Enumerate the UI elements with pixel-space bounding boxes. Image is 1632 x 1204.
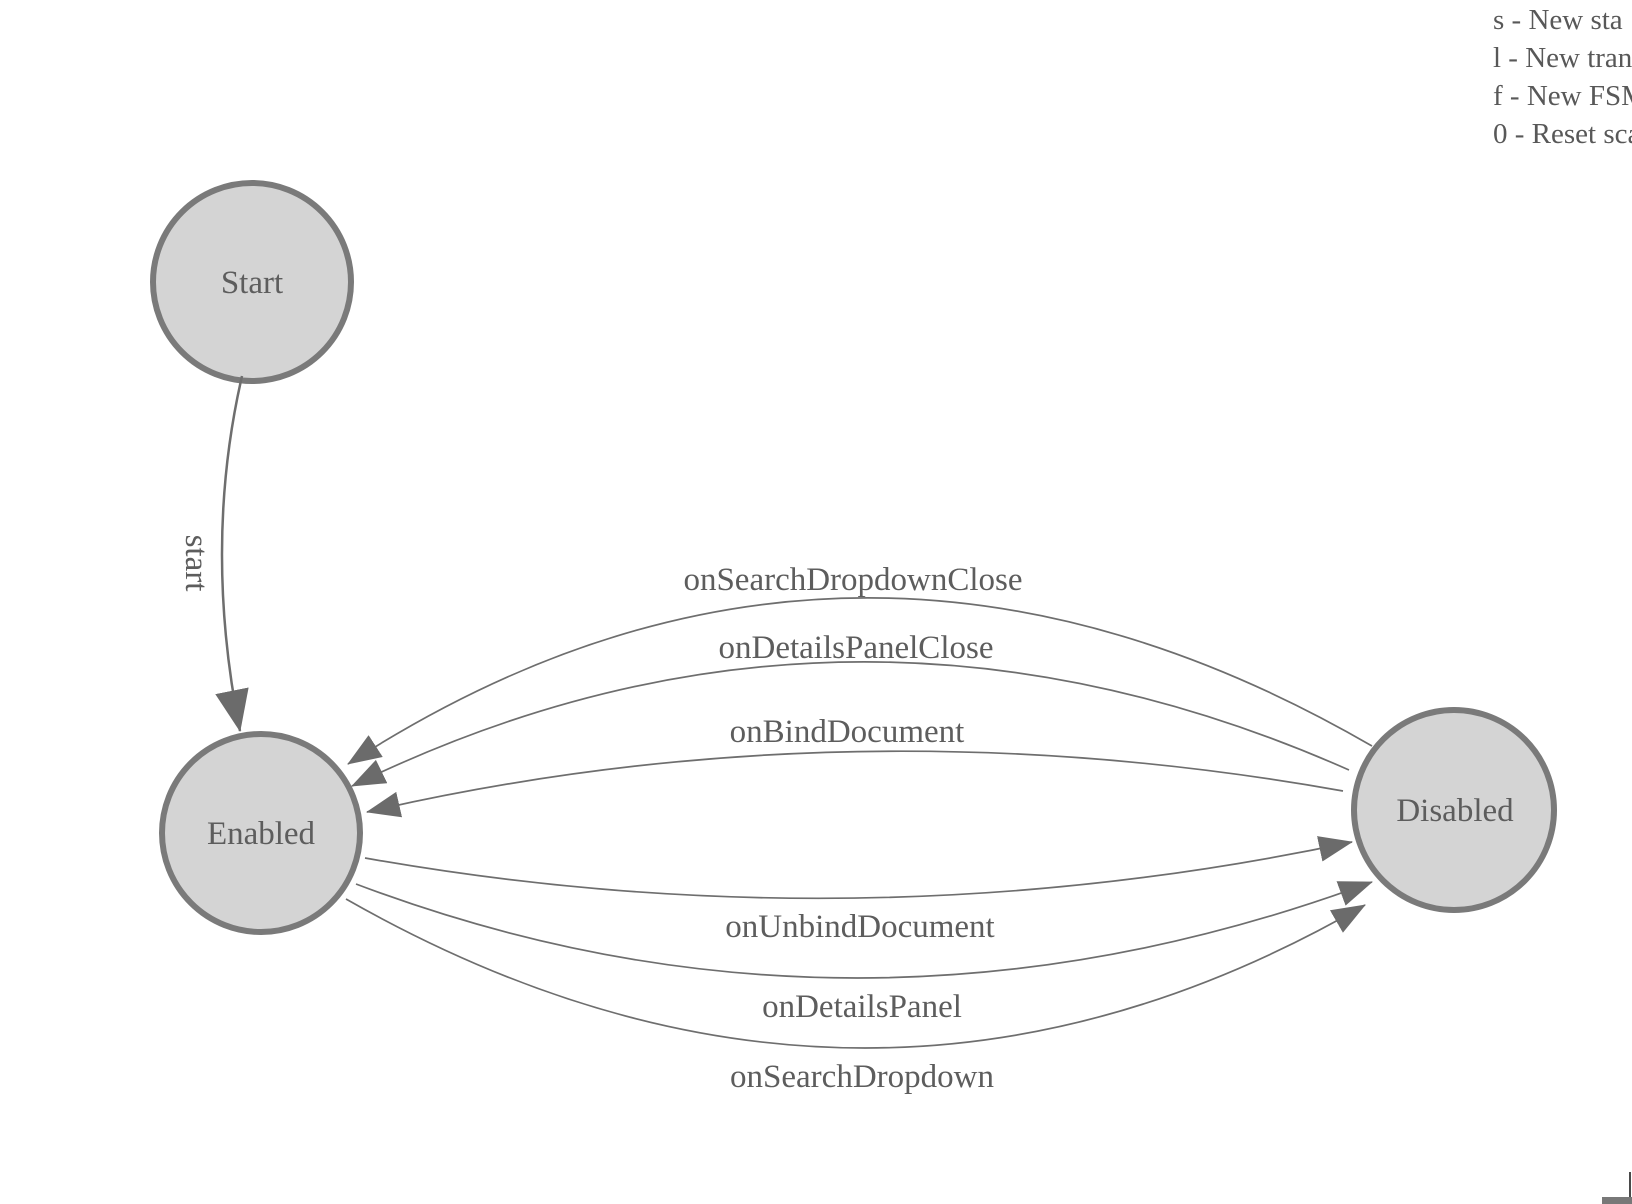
transition-label-ondetailspanelclose: onDetailsPanelClose (719, 630, 994, 666)
transition-label-onunbinddocument: onUnbindDocument (725, 909, 994, 945)
hotkey-hint-new-transition: l - New tran (1493, 42, 1632, 74)
transition-onunbinddocument[interactable]: onUnbindDocument (364, 836, 1353, 945)
transition-onbinddocument[interactable]: onBindDocument (366, 714, 1344, 818)
transition-edge-onsearchdropdownclose[interactable] (347, 597, 1373, 765)
state-node-disabled[interactable]: Disabled (1351, 707, 1557, 913)
canvas-corner-mark-vertical (1629, 1172, 1631, 1199)
transition-label-ondetailspanel: onDetailsPanel (762, 989, 962, 1025)
hotkey-hint-new-fsm: f - New FSM (1493, 80, 1632, 112)
transition-edge-onbinddocument[interactable] (366, 750, 1344, 818)
transition-onsearchdropdown[interactable]: onSearchDropdown (345, 898, 1366, 1095)
state-circle-start[interactable] (150, 180, 354, 384)
transition-label-onbinddocument: onBindDocument (730, 714, 965, 750)
transition-label-start: start (178, 535, 214, 592)
transition-edge-start[interactable] (215, 375, 249, 732)
transition-edge-onunbinddocument[interactable] (364, 836, 1353, 900)
transition-start[interactable]: start (178, 375, 249, 732)
hotkey-hint-new-state: s - New sta (1493, 4, 1623, 36)
transition-label-onsearchdropdown: onSearchDropdown (730, 1059, 994, 1095)
state-circle-enabled[interactable] (159, 731, 363, 935)
transition-onsearchdropdownclose[interactable]: onSearchDropdownClose (347, 562, 1373, 765)
state-label-start: Start (221, 265, 283, 301)
state-label-disabled: Disabled (1396, 793, 1514, 829)
transition-edge-ondetailspanel[interactable] (355, 881, 1373, 979)
transition-edge-onsearchdropdown[interactable] (345, 898, 1366, 1049)
canvas-corner-mark-horizontal (1602, 1197, 1632, 1204)
transition-ondetailspanel[interactable]: onDetailsPanel (355, 881, 1373, 1025)
state-node-start[interactable]: Start (150, 180, 354, 384)
hotkey-hint-reset-scale: 0 - Reset sca (1493, 118, 1632, 150)
transition-label-onsearchdropdownclose: onSearchDropdownClose (683, 562, 1022, 598)
transition-edge-ondetailspanelclose[interactable] (351, 661, 1350, 787)
transition-ondetailspanelclose[interactable]: onDetailsPanelClose (351, 630, 1350, 787)
state-circle-disabled[interactable] (1351, 707, 1557, 913)
state-label-enabled: Enabled (207, 816, 316, 852)
state-node-enabled[interactable]: Enabled (159, 731, 363, 935)
hotkey-menu: s - New sta l - New tran f - New FSM 0 -… (1493, 1, 1632, 153)
